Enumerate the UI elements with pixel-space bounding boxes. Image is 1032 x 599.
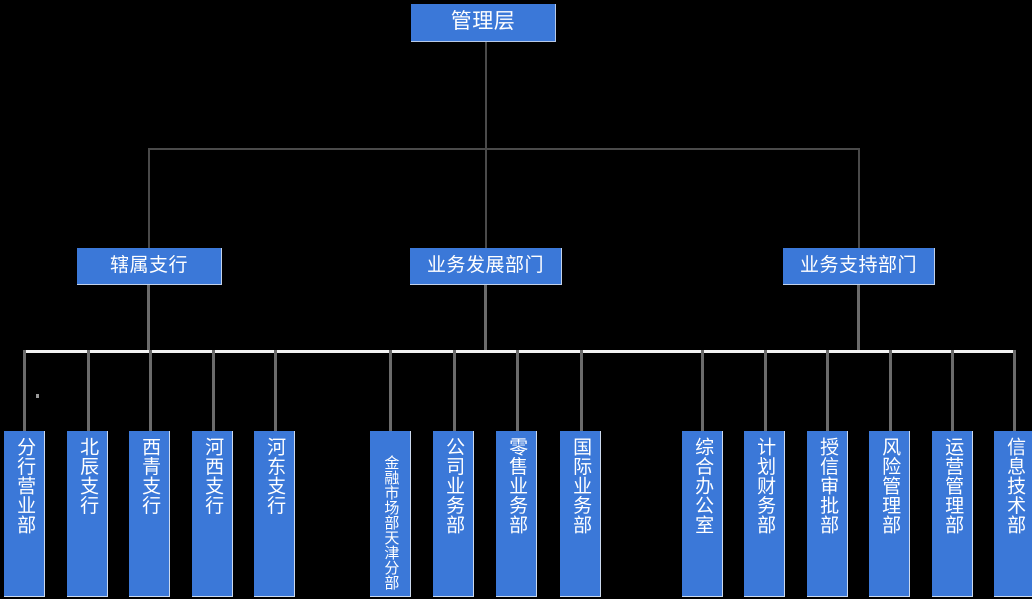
node-leaf-risk-management-dept[interactable]: 风险管理部 [869,431,910,597]
connector-drop-group-1 [148,148,150,248]
node-leaf-international-business-dept[interactable]: 国际业务部 [560,431,601,597]
connector-leaf-drop-1-4 [212,350,215,431]
connector-drop-group-3 [858,148,860,248]
connector-leaf-drop-2-1 [389,350,392,431]
connector-leaf-drop-3-3 [826,350,829,431]
connector-leaf-drop-1-3 [149,350,152,431]
connector-stem-group-1 [147,285,150,351]
connector-drop-group-2 [485,148,487,248]
node-group-business-development[interactable]: 业务发展部门 [410,248,562,285]
connector-leaf-drop-1-5 [274,350,277,431]
node-leaf-beichen-branch[interactable]: 北辰支行 [67,431,108,597]
node-leaf-credit-approval-dept[interactable]: 授信审批部 [807,431,848,597]
connector-leaf-drop-2-4 [580,350,583,431]
connector-leaf-drop-1-1 [23,350,26,431]
node-leaf-hedong-branch[interactable]: 河东支行 [254,431,295,597]
node-leaf-operations-management-dept[interactable]: 运营管理部 [932,431,973,597]
connector-root-stem [485,42,487,149]
connector-speck-group-1 [36,394,39,398]
connector-stem-group-2 [484,285,487,351]
node-leaf-information-technology-dept[interactable]: 信息技术部 [994,431,1032,597]
connector-leaf-drop-3-5 [951,350,954,431]
node-root-management[interactable]: 管理层 [411,4,556,42]
connector-leaf-drop-2-2 [453,350,456,431]
node-group-business-support[interactable]: 业务支持部门 [783,248,935,285]
node-leaf-hexi-branch[interactable]: 河西支行 [192,431,233,597]
connector-leaf-drop-3-4 [889,350,892,431]
node-leaf-corporate-business-dept[interactable]: 公司业务部 [433,431,474,597]
connector-leaf-drop-3-2 [764,350,767,431]
node-leaf-financial-market-tianjin[interactable]: 金融市场部天津分部 [370,431,411,597]
connector-stem-group-3 [857,285,860,351]
connector-leaf-drop-3-1 [701,350,704,431]
node-leaf-general-office[interactable]: 综合办公室 [682,431,723,597]
node-leaf-branch-business-dept[interactable]: 分行营业部 [4,431,45,597]
connector-leaf-drop-2-3 [516,350,519,431]
connector-leaf-drop-1-2 [87,350,90,431]
node-group-branches[interactable]: 辖属支行 [77,248,222,285]
node-leaf-retail-business-dept[interactable]: 零售业务部 [496,431,537,597]
connector-bus-group-2 [389,350,583,353]
connector-level1-bus [148,148,860,150]
node-leaf-planning-finance-dept[interactable]: 计划财务部 [744,431,785,597]
node-leaf-xiqing-branch[interactable]: 西青支行 [129,431,170,597]
connector-bus-group-3 [701,350,1014,353]
connector-leaf-drop-3-6 [1013,350,1016,431]
